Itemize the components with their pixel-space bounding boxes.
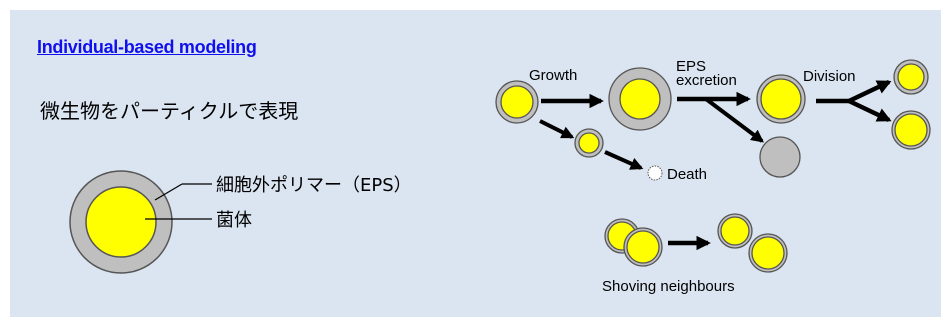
legend-particle (69, 170, 173, 274)
shoving-before (604, 218, 663, 267)
dead-cell (647, 165, 663, 181)
cell-label: 菌体 (216, 210, 252, 231)
eps-label: 細胞外ポリマー（EPS） (216, 175, 412, 196)
daughter-cell-top (893, 59, 929, 95)
death-label: Death (667, 166, 707, 183)
division-arrow-up (848, 79, 892, 104)
shrunk-cell (574, 128, 604, 158)
cell-body (85, 186, 157, 258)
eps-excretion-label-1: EPS (676, 58, 706, 75)
eps-excretion-label-2: excretion (676, 72, 737, 89)
shrink-arrow (539, 119, 575, 139)
initial-cell (495, 80, 539, 124)
grown-cell (608, 67, 672, 131)
growth-label: Growth (529, 67, 577, 84)
division-arrow-down (848, 98, 892, 123)
eps-pointer-line (154, 183, 183, 201)
division-label: Division (803, 68, 856, 85)
death-arrow (604, 150, 644, 170)
subtitle: 微生物をパーティクルで表現 (40, 99, 299, 123)
excreting-cell (756, 74, 806, 124)
eps-release-arrow (704, 97, 765, 143)
eps-particle (759, 136, 801, 178)
page-title: Individual-based modeling (37, 37, 257, 57)
shoving-label: Shoving neighbours (602, 278, 735, 295)
daughter-cell-bottom (891, 110, 931, 150)
shoving-after (717, 213, 788, 273)
